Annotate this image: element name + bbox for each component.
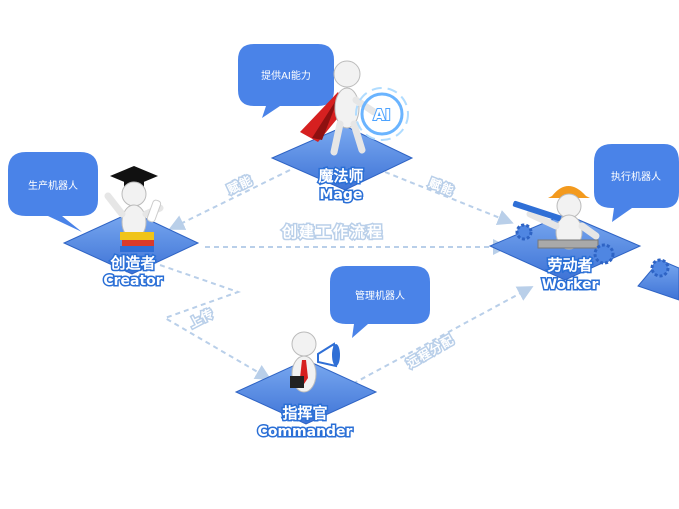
creator-label-cn: 创造者 — [109, 254, 155, 272]
briefcase-icon — [290, 376, 304, 388]
commander-label-cn: 指挥官 — [282, 404, 327, 422]
arrow-creator-to-commander — [159, 264, 272, 381]
bubble-commander-shape — [330, 266, 430, 338]
books-stack-red — [122, 240, 154, 246]
arrow-mage-to-worker — [384, 171, 514, 225]
ai-orb-icon — [360, 92, 404, 136]
bubble-creator-text: 生产机器人 — [28, 179, 78, 192]
graduation-cap-icon — [110, 166, 158, 186]
commander-figure — [290, 331, 340, 393]
flow-arrows — [159, 169, 534, 389]
arrow-mage-to-creator — [168, 169, 291, 230]
bubble-worker-text: 执行机器人 — [611, 170, 661, 183]
ai-orb-ring — [355, 87, 409, 141]
mage-platform — [270, 125, 414, 191]
mage-body — [334, 87, 360, 129]
megaphone-mouth — [332, 344, 340, 366]
creator-head — [121, 181, 147, 207]
diploma-scroll-icon — [146, 199, 162, 223]
bubble-commander: 管理机器人 — [330, 266, 430, 338]
mage-label-cn: 魔法师 — [318, 167, 363, 185]
bubble-worker-shape — [594, 144, 679, 222]
flow-label-creator-to-mage: 赋能 — [225, 172, 255, 197]
worker-label-en: Worker — [542, 277, 599, 293]
books-stack-yellow — [120, 232, 154, 240]
creator-figure — [104, 166, 164, 252]
commander-label-en: Commander — [258, 424, 353, 440]
creator-label-en: Creator — [103, 273, 162, 289]
worker-figure — [512, 186, 670, 278]
gear-icon — [593, 243, 615, 265]
bubble-creator: 生产机器人 — [8, 152, 98, 232]
worker-head — [556, 193, 582, 219]
bubble-creator-shape — [8, 152, 98, 232]
mage-head — [333, 60, 361, 88]
bubble-commander-text: 管理机器人 — [355, 289, 405, 302]
bubble-mage-shape — [238, 44, 334, 118]
commander-head — [291, 331, 317, 357]
bubble-worker: 执行机器人 — [594, 144, 679, 222]
books-stack-blue — [120, 246, 154, 252]
mage-cape-inner — [312, 94, 340, 140]
mage-label-en: Mage — [320, 187, 363, 203]
ai-orb-label: AI — [373, 106, 390, 124]
bubble-mage-text: 提供AI能力 — [261, 69, 311, 82]
mage-legs — [330, 120, 366, 156]
arrow-commander-to-worker — [344, 286, 534, 389]
gear-icon-2 — [515, 223, 533, 241]
wrench-icon — [512, 200, 562, 222]
flow-label-upload: 上传 — [186, 305, 216, 330]
saw-icon — [537, 239, 599, 249]
gear-icon-3 — [650, 258, 670, 278]
mage-figure: AI — [300, 60, 409, 156]
hard-hat-icon — [548, 186, 590, 198]
bubble-mage: 提供AI能力 — [238, 44, 334, 118]
worker-label-cn: 劳动者 — [547, 256, 592, 274]
flow-label-create-workflow: 创建工作流程 — [281, 223, 384, 241]
worker-arm — [526, 210, 600, 240]
flow-label-mage-to-worker: 赋能 — [427, 175, 457, 199]
